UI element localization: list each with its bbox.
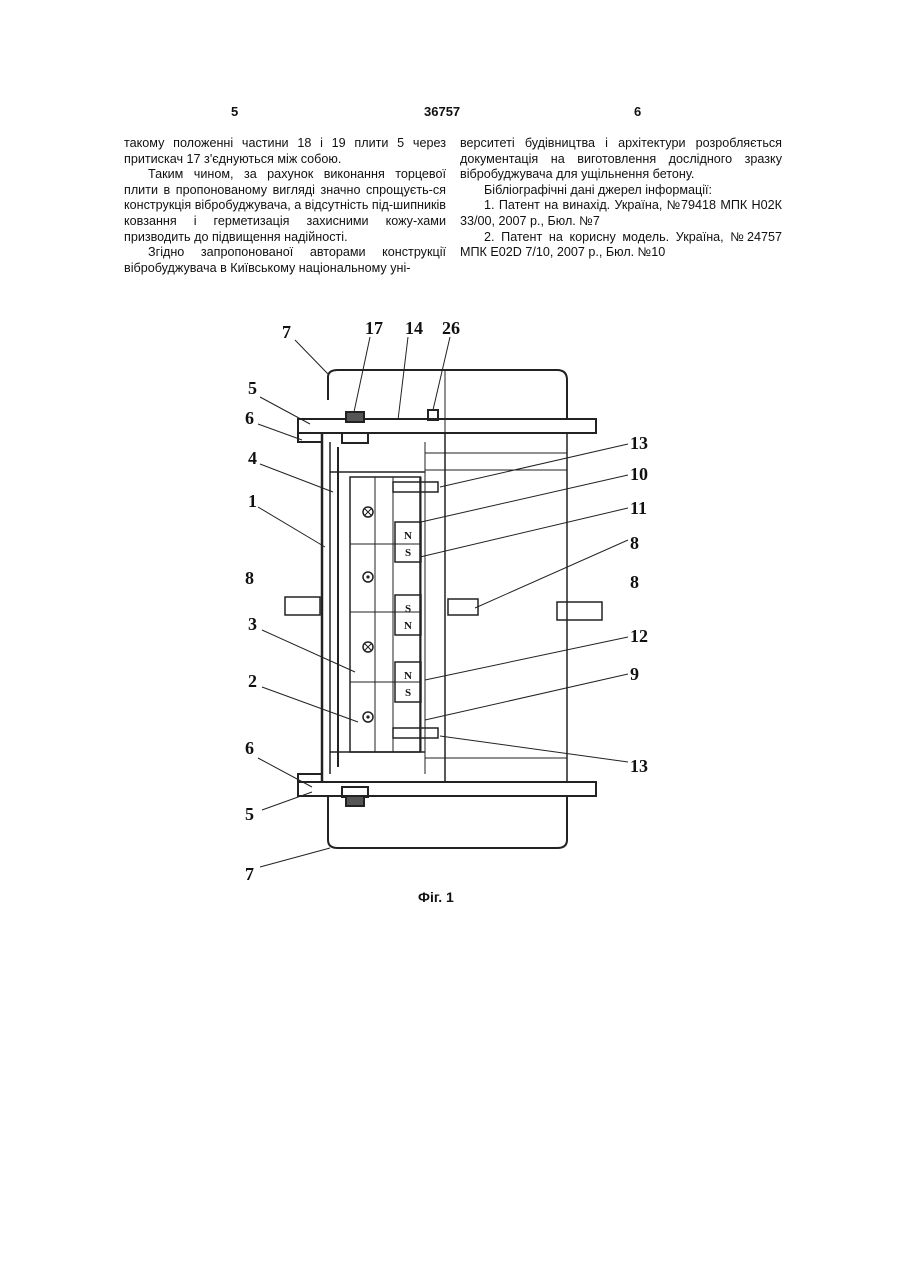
paragraph: 1. Патент на винахід. Україна, №79418 МП… [460, 198, 782, 229]
paragraph: Таким чином, за рахунок виконання торцев… [124, 167, 446, 245]
top-plate [298, 419, 596, 433]
paragraph: Бібліографічні дані джерел інформації: [460, 183, 782, 199]
label-8-right: 8 [630, 572, 639, 592]
paragraph: такому положенні частини 18 і 19 плити 5… [124, 136, 446, 167]
label-17: 17 [365, 318, 383, 338]
right-page-number: 6 [634, 104, 641, 119]
label-11: 11 [630, 498, 647, 518]
label-2: 2 [248, 671, 257, 691]
patent-number: 36757 [424, 104, 460, 119]
figure-caption: Фіг. 1 [418, 889, 454, 905]
label-10: 10 [630, 464, 648, 484]
paragraph: Згідно запропонованої авторами конструкц… [124, 245, 446, 276]
label-6-top: 6 [245, 408, 254, 428]
magnet-1-top-pole: N [404, 530, 412, 542]
label-4: 4 [248, 448, 257, 468]
label-7-bottom: 7 [245, 864, 254, 882]
left-page-number: 5 [231, 104, 238, 119]
magnet-2-top-pole: S [405, 603, 411, 615]
label-5-bottom: 5 [245, 804, 254, 824]
paragraph: 2. Патент на корисну модель. Україна, №2… [460, 230, 782, 261]
label-7-top: 7 [282, 322, 291, 342]
label-1: 1 [248, 491, 257, 511]
right-text-column: верситеті будівництва і архітектури розр… [460, 136, 782, 261]
label-8-middle: 8 [630, 533, 639, 553]
label-5-top: 5 [248, 378, 257, 398]
top-cover-outline [328, 370, 567, 418]
vibroexciter-drawing: N S S N N S 7 17 14 26 5 6 4 1 [230, 312, 670, 882]
magnet-3-top-pole: N [404, 670, 412, 682]
label-3: 3 [248, 614, 257, 634]
label-8-left: 8 [245, 568, 254, 588]
paragraph: верситеті будівництва і архітектури розр… [460, 136, 782, 183]
magnet-2-bottom-pole: N [404, 620, 412, 632]
label-14: 14 [405, 318, 423, 338]
label-12: 12 [630, 626, 648, 646]
label-13-bottom: 13 [630, 756, 648, 776]
label-26: 26 [442, 318, 460, 338]
label-9: 9 [630, 664, 639, 684]
label-6-bottom: 6 [245, 738, 254, 758]
left-text-column: такому положенні частини 18 і 19 плити 5… [124, 136, 446, 276]
label-13-top: 13 [630, 433, 648, 453]
magnet-1-bottom-pole: S [405, 547, 411, 559]
figure-1: N S S N N S 7 17 14 26 5 6 4 1 [230, 312, 670, 882]
magnet-3-bottom-pole: S [405, 687, 411, 699]
